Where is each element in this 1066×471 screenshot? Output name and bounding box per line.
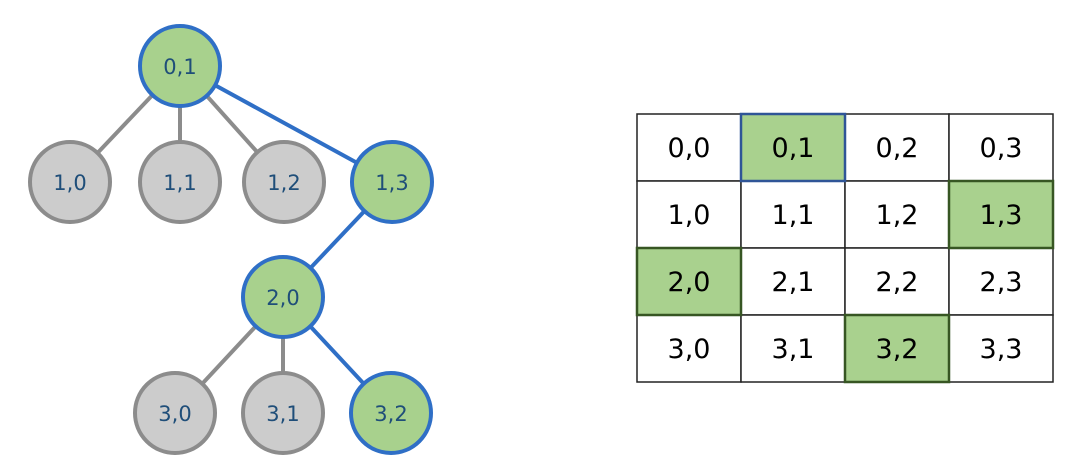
grid-cell: 2,2 bbox=[844, 247, 950, 316]
tree-node-circle bbox=[133, 371, 217, 455]
grid-cell-highlighted: 0,1 bbox=[739, 112, 847, 183]
grid-cell-highlighted: 3,2 bbox=[843, 313, 951, 384]
tree-node: 3,0 bbox=[133, 371, 217, 455]
grid-cell-label: 2,3 bbox=[980, 267, 1023, 298]
tree-node-circle bbox=[350, 140, 434, 224]
grid-cell: 0,3 bbox=[948, 113, 1054, 182]
grid-cell-rect bbox=[636, 314, 742, 383]
tree-node-label: 3,2 bbox=[374, 402, 407, 426]
grid-cell-label: 3,2 bbox=[876, 334, 919, 365]
grid-cell-rect bbox=[948, 113, 1054, 182]
tree-node: 3,2 bbox=[349, 371, 433, 455]
grid-cell-rect bbox=[635, 246, 743, 317]
grid-cell-label: 2,2 bbox=[876, 267, 919, 298]
tree-node: 1,3 bbox=[350, 140, 434, 224]
tree-node: 1,0 bbox=[28, 140, 112, 224]
grid-cell: 1,1 bbox=[740, 180, 846, 249]
tree-node: 0,1 bbox=[138, 24, 222, 108]
tree-node-label: 0,1 bbox=[163, 55, 196, 79]
grid-cell-rect bbox=[843, 313, 951, 384]
tree-node-label: 1,2 bbox=[267, 171, 300, 195]
grid-cell-highlighted: 1,3 bbox=[947, 179, 1055, 250]
grid-cell-label: 3,1 bbox=[772, 334, 815, 365]
grid-cell: 0,0 bbox=[636, 113, 742, 182]
tree-node-label: 3,1 bbox=[266, 402, 299, 426]
tree-node-label: 3,0 bbox=[158, 402, 191, 426]
tree-node: 1,1 bbox=[138, 140, 222, 224]
grid-cell-label: 0,3 bbox=[980, 133, 1023, 164]
grid-cell: 0,2 bbox=[844, 113, 950, 182]
grid-cell-label: 1,2 bbox=[876, 200, 919, 231]
tree-node: 3,1 bbox=[241, 371, 325, 455]
tree-edges bbox=[68, 64, 394, 415]
tree-node-circle bbox=[138, 24, 222, 108]
grid-cell-label: 1,0 bbox=[668, 200, 711, 231]
grid-cell-label: 0,2 bbox=[876, 133, 919, 164]
grid-cell-rect bbox=[947, 179, 1055, 250]
grid-cell-rect bbox=[948, 247, 1054, 316]
tree-node-circle bbox=[241, 255, 325, 339]
grid-cell-label: 1,1 bbox=[772, 200, 815, 231]
tree-nodes: 0,1 1,0 1,1 1,2 1,3 2,0 3,0 3,1 3,2 bbox=[28, 24, 434, 455]
grid-cell-label: 3,3 bbox=[980, 334, 1023, 365]
grid-cell-label: 3,0 bbox=[668, 334, 711, 365]
tree-node-label: 2,0 bbox=[266, 286, 299, 310]
grid-cell: 3,0 bbox=[636, 314, 742, 383]
grid-cell-label: 0,0 bbox=[668, 133, 711, 164]
grid-cell-label: 2,1 bbox=[772, 267, 815, 298]
tree-node: 2,0 bbox=[241, 255, 325, 339]
tree-node-circle bbox=[242, 140, 326, 224]
grid-cell-rect bbox=[739, 112, 847, 183]
grid-cell-label: 0,1 bbox=[772, 133, 815, 164]
grid-cell: 1,0 bbox=[636, 180, 742, 249]
grid-cell: 2,1 bbox=[740, 247, 846, 316]
state-grid: 0,0 0,2 0,3 1,0 1,1 1,2 2,1 2,2 2,3 3,0 3,1 3,3 0,1 1… bbox=[635, 112, 1055, 384]
grid-cell-label: 1,3 bbox=[980, 200, 1023, 231]
grid-cell-rect bbox=[948, 314, 1054, 383]
grid-cell-highlighted: 2,0 bbox=[635, 246, 743, 317]
tree-node-circle bbox=[349, 371, 433, 455]
grid-cell-rect bbox=[636, 113, 742, 182]
tree-node: 1,2 bbox=[242, 140, 326, 224]
tree-node-circle bbox=[138, 140, 222, 224]
grid-cell-rect bbox=[740, 314, 846, 383]
grid-cell-label: 2,0 bbox=[668, 267, 711, 298]
grid-cell: 3,1 bbox=[740, 314, 846, 383]
tree-node-circle bbox=[28, 140, 112, 224]
tree-node-label: 1,0 bbox=[53, 171, 86, 195]
grid-cell-rect bbox=[844, 113, 950, 182]
grid-cell: 1,2 bbox=[844, 180, 950, 249]
tree-node-label: 1,3 bbox=[375, 171, 408, 195]
tree-node-circle bbox=[241, 371, 325, 455]
grid-cell: 2,3 bbox=[948, 247, 1054, 316]
grid-cell: 3,3 bbox=[948, 314, 1054, 383]
tree-node-label: 1,1 bbox=[163, 171, 196, 195]
